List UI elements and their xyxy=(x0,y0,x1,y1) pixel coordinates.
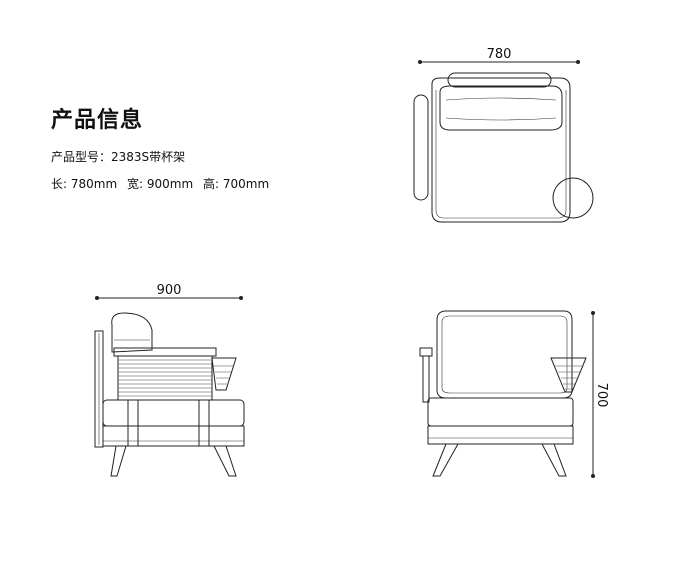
side-cup-holder-hatching xyxy=(214,365,233,385)
dimension-endpoint xyxy=(591,311,595,315)
length-value: 780mm xyxy=(70,177,118,191)
top-back-roll xyxy=(447,72,552,88)
dimension-endpoint xyxy=(591,474,595,478)
side-strap-back xyxy=(198,399,210,447)
top-seat-outline xyxy=(431,77,571,223)
front-cup-holder xyxy=(550,357,587,393)
model-value: 2383S带杯架 xyxy=(111,150,186,164)
dimension-endpoint xyxy=(418,60,422,64)
side-leg-back xyxy=(110,445,127,477)
top-view: 780 xyxy=(413,47,594,223)
top-left-armrest xyxy=(413,94,429,201)
length-label: 长: xyxy=(51,177,68,191)
front-seat-cushion xyxy=(427,397,574,427)
side-view-depth-dimension: 900 xyxy=(95,283,243,300)
front-back-cushion xyxy=(436,310,573,399)
top-side-table xyxy=(552,177,594,219)
front-back-cushion-seam xyxy=(441,315,568,394)
side-strap-front xyxy=(127,399,139,447)
front-view: 700 xyxy=(419,310,609,478)
side-back-post xyxy=(94,330,104,448)
front-leg-right xyxy=(541,443,567,477)
dimension-endpoint xyxy=(239,296,243,300)
top-back-cushion xyxy=(439,85,563,131)
top-back-cushion-seam xyxy=(445,97,557,101)
product-model-line: 产品型号：2383S带杯架 xyxy=(51,148,185,166)
side-view: 900 xyxy=(94,283,245,477)
front-leg-left xyxy=(432,443,459,477)
front-cup-holder-hatching xyxy=(555,365,583,390)
width-label: 宽: xyxy=(127,177,144,191)
product-dimensions-line: 长: 780mm 宽: 900mm 高: 700mm xyxy=(51,175,269,193)
front-base-frame xyxy=(427,425,574,445)
product-info-title: 产品信息 xyxy=(51,108,144,133)
dimension-endpoint xyxy=(576,60,580,64)
dimension-endpoint xyxy=(95,296,99,300)
width-value: 900mm xyxy=(146,177,194,191)
side-back-cushion xyxy=(111,312,153,353)
side-view-depth-label: 900 xyxy=(157,283,182,298)
top-view-width-label: 780 xyxy=(487,47,512,62)
side-leg-front xyxy=(213,445,237,477)
top-view-width-dimension: 780 xyxy=(418,47,580,64)
height-label: 高: xyxy=(203,177,220,191)
front-view-height-dimension: 700 xyxy=(591,311,609,478)
side-arm-panel xyxy=(117,355,213,401)
side-cup-holder xyxy=(211,357,237,391)
top-seat-inner-outline xyxy=(435,90,567,219)
side-arm-panel-hatching xyxy=(118,359,212,397)
front-arm-cap xyxy=(419,347,433,357)
top-back-cushion-seam xyxy=(445,117,557,121)
side-arm-rail xyxy=(113,347,217,357)
side-seat-cushion xyxy=(102,399,245,427)
height-value: 700mm xyxy=(222,177,270,191)
front-view-height-label: 700 xyxy=(594,383,609,408)
front-arm-post xyxy=(422,355,430,403)
model-label: 产品型号： xyxy=(51,150,112,164)
side-base-frame xyxy=(102,425,245,447)
